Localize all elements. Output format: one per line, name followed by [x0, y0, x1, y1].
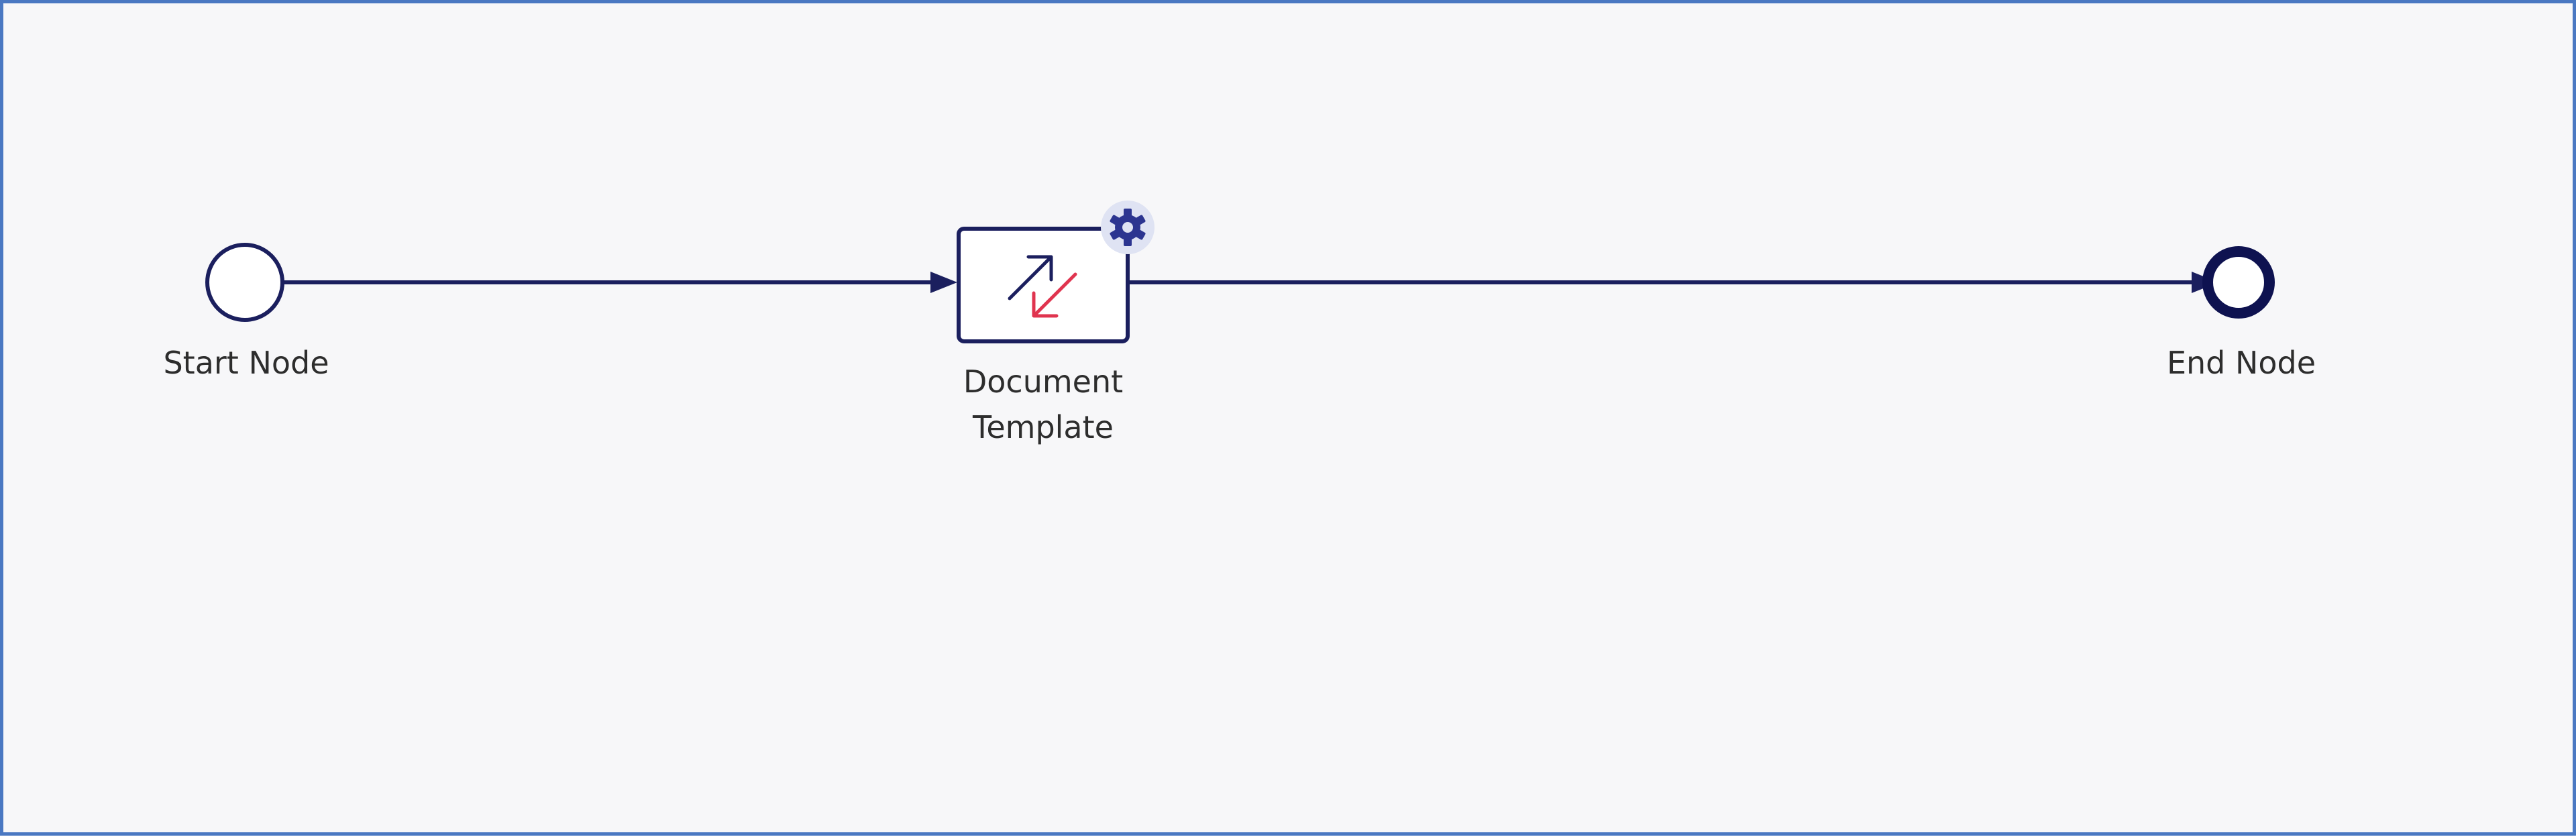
document-template-label-line1: Document [963, 363, 1123, 400]
start-node-label: Start Node [163, 345, 329, 381]
settings-badge[interactable] [1101, 201, 1155, 254]
process-diagram: Start Node [163, 201, 2316, 445]
document-template-label-line2: Template [972, 409, 1114, 445]
arrowhead-icon [930, 272, 957, 293]
document-template-node[interactable]: Document Template [957, 201, 1155, 445]
end-node-label: End Node [2167, 345, 2316, 381]
end-node[interactable]: End Node [2167, 246, 2316, 381]
edge-start-to-task[interactable] [284, 272, 957, 293]
gear-icon [1110, 209, 1146, 246]
start-node[interactable]: Start Node [163, 243, 329, 381]
edge-task-to-end[interactable] [1129, 272, 2218, 293]
document-template-icon [1008, 255, 1077, 318]
